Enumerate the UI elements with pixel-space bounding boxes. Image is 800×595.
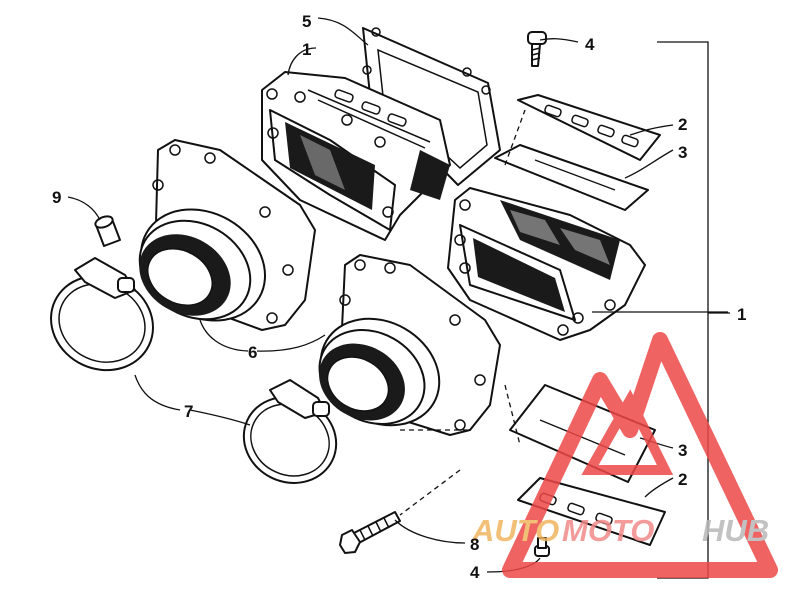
reed-block-upper xyxy=(261,71,451,241)
callout-3-upper: 3 xyxy=(678,143,687,162)
gasket-part xyxy=(362,27,501,186)
hose-clamp-upper xyxy=(50,257,154,372)
intake-flange-lower xyxy=(318,254,501,436)
watermark-part-moto: MOTO xyxy=(562,513,654,548)
callout-2-upper: 2 xyxy=(678,115,687,134)
callout-1-right: 1 xyxy=(737,305,746,324)
callout-4-lower: 4 xyxy=(470,563,480,582)
bolt-part xyxy=(339,511,401,554)
reed-block-right xyxy=(447,187,646,341)
leader-lines xyxy=(67,17,728,573)
watermark-part-auto: AUTO xyxy=(471,513,559,548)
watermark-part-hub: HUB xyxy=(702,513,769,548)
reed-petal-upper xyxy=(494,94,661,211)
callout-2-lower: 2 xyxy=(678,470,687,489)
bushing-part xyxy=(94,215,121,247)
callout-4-upper: 4 xyxy=(585,35,595,54)
watermark-logo: AUTO MOTO HUB xyxy=(471,332,778,578)
callout-labels: 5 1 4 2 3 9 1 6 7 3 2 8 4 xyxy=(52,12,746,582)
callout-7: 7 xyxy=(184,402,193,421)
hose-clamp-lower xyxy=(242,379,338,484)
callout-1-upper: 1 xyxy=(302,40,311,59)
callout-8: 8 xyxy=(470,535,479,554)
callout-5: 5 xyxy=(302,12,311,31)
screw-lower xyxy=(534,537,550,557)
intake-flange-upper xyxy=(138,139,316,331)
callout-9: 9 xyxy=(52,188,61,207)
callout-3-lower: 3 xyxy=(678,441,687,460)
callout-6: 6 xyxy=(248,343,257,362)
screw-upper xyxy=(527,31,547,67)
